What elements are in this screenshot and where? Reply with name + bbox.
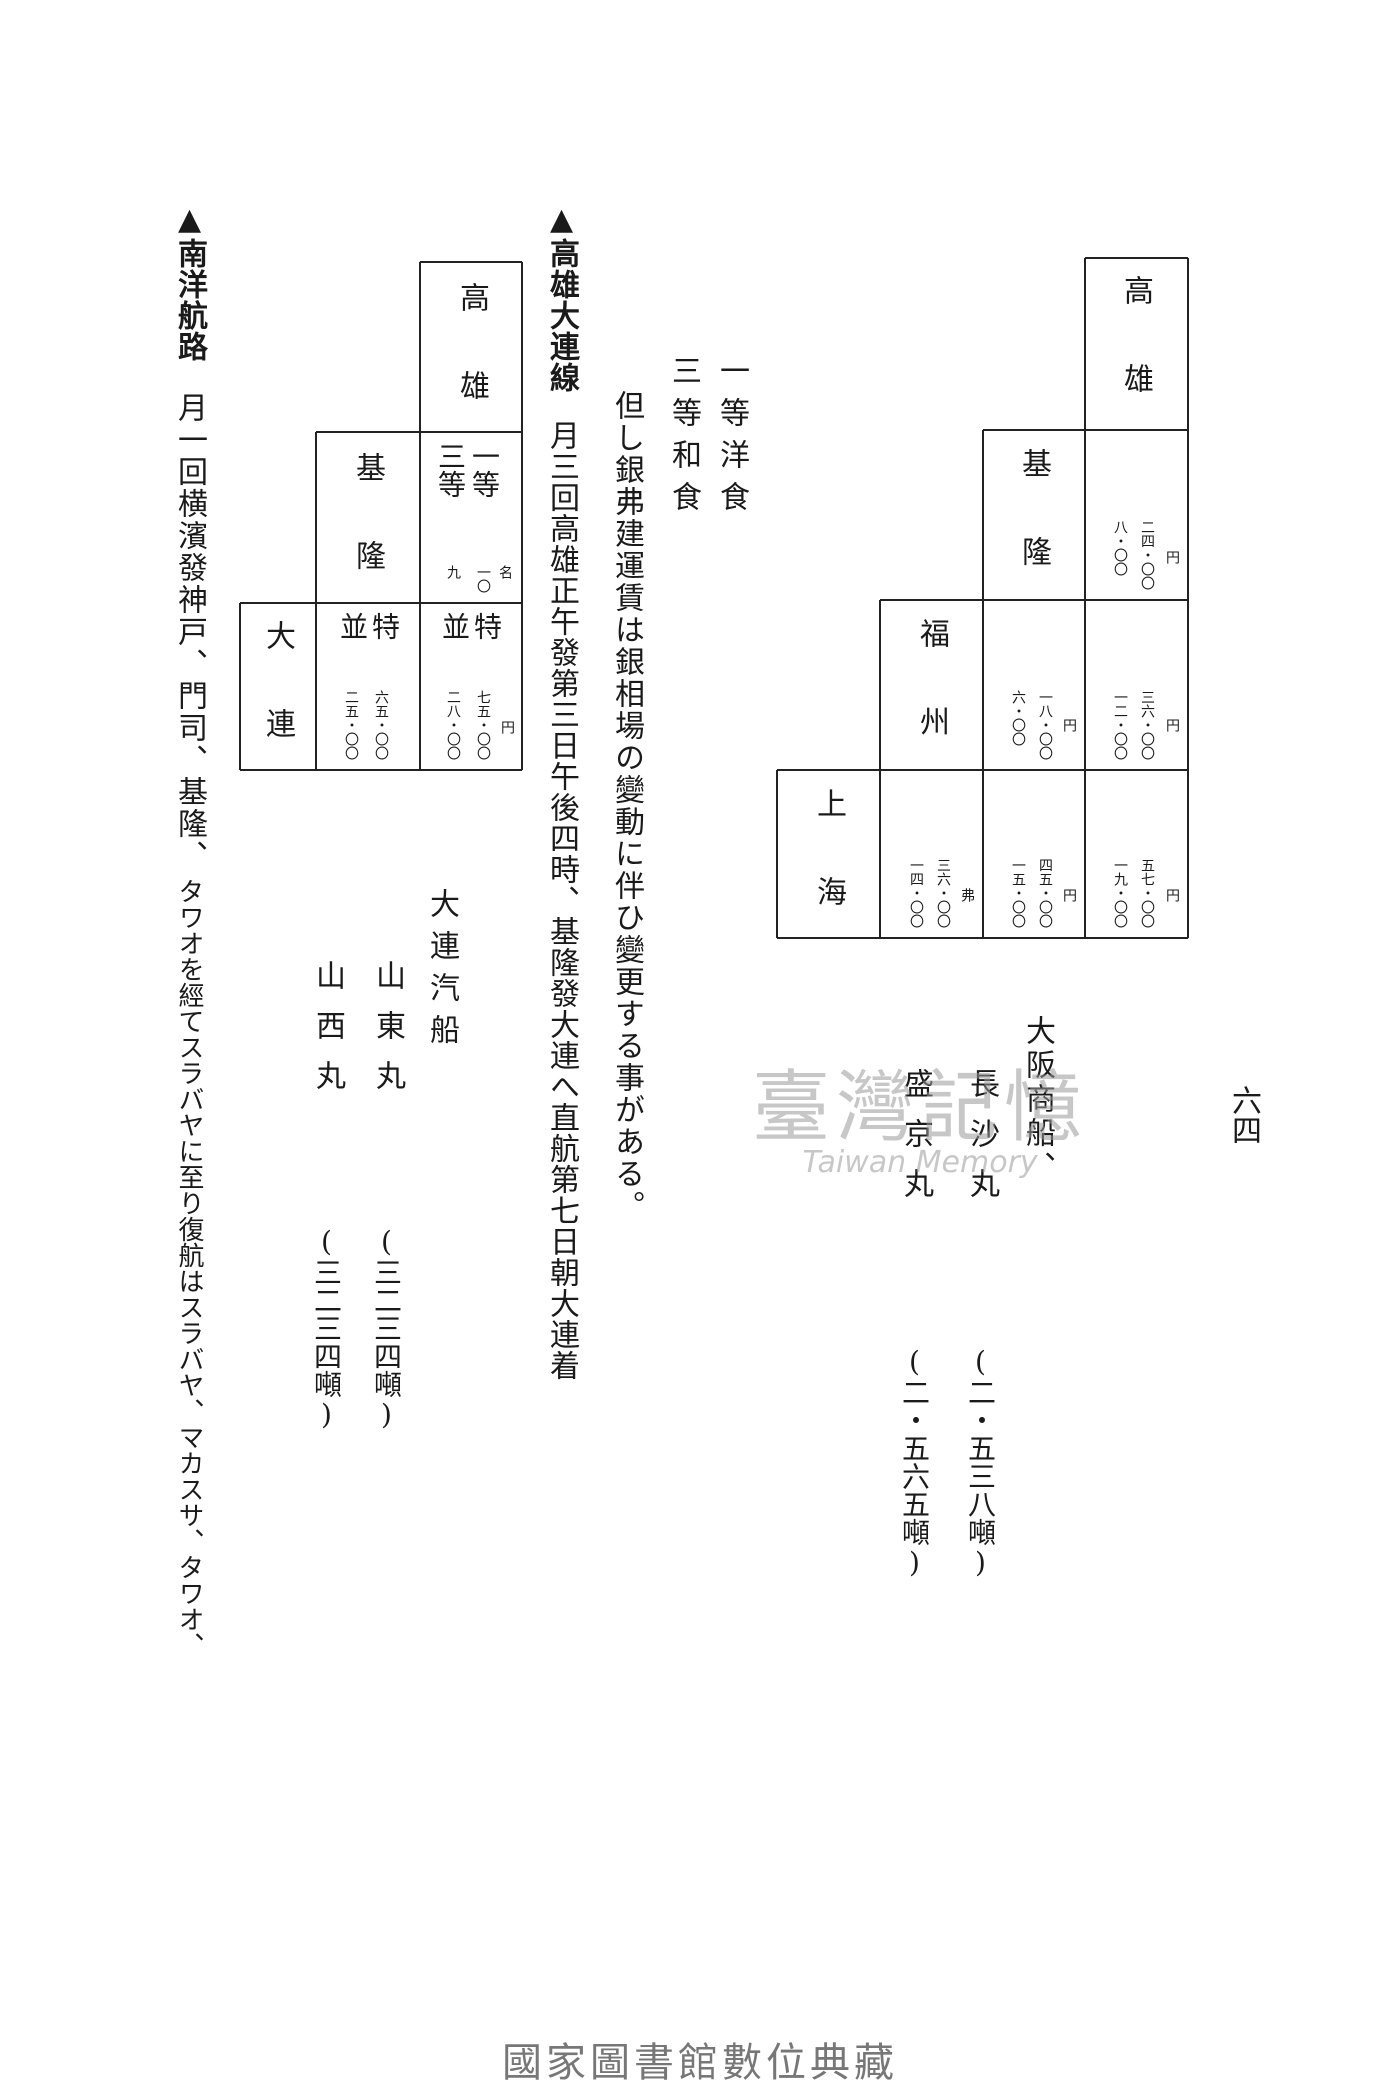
osaka-company: 大阪商船、	[1020, 1015, 1055, 1185]
osaka-ship-2-name: 盛京丸	[898, 1068, 933, 1218]
t2-kh-dl-2: 二八・〇〇	[445, 690, 461, 760]
osaka-ship-1-tonnage: (二・五三八噸)	[964, 1345, 997, 1579]
dalian-ship-2-name: 山西丸	[310, 960, 345, 1110]
t1-currency: 円	[1061, 888, 1077, 902]
dalian-ship-1-tonnage: (三二三四噸)	[370, 1225, 403, 1431]
t1-header-kaohsiung: 高雄	[1118, 275, 1153, 451]
t2-kh-dl-1: 七五・〇〇	[475, 690, 491, 760]
t1-cell-kh-sh-1: 五七・〇〇	[1139, 858, 1155, 928]
t2-kl-dl-1: 六五・〇〇	[373, 690, 389, 760]
t1-header-fuzhou: 福州	[914, 618, 949, 794]
nanyo-text-kana: タワオを經てスラバヤに至り復航はスラバヤ、マカスサ、タワオ、	[174, 878, 204, 1658]
osaka-ship-1-name: 長沙丸	[964, 1068, 999, 1218]
t2-kh-kl-first: 一〇	[475, 565, 491, 593]
t2-kl-dl-2: 二五・〇〇	[343, 690, 359, 760]
nanyo-text-main: 月一回横濱發神戸、門司、基隆、	[172, 392, 207, 872]
taiwan-memory-watermark: 臺灣記憶 Taiwan Memory	[700, 1045, 1140, 1195]
t1-cell-kl-fz-1: 一八・〇〇	[1037, 690, 1053, 760]
t2-special: 特	[470, 612, 503, 640]
osaka-ship-2-tonnage: (二・五六五噸)	[898, 1345, 931, 1579]
t2-combined: 並	[438, 612, 471, 640]
kaohsiung-dalian-heading: ▲高雄大連線	[544, 202, 579, 393]
t2-kh-kl-third: 九	[445, 565, 461, 579]
dalian-ship-2-tonnage: (三二三四噸)	[310, 1225, 343, 1431]
kaohsiung-dalian-text: 月三回高雄正午發第三日午後四時、基隆發大連へ直航第七日朝大連着	[544, 420, 579, 1381]
t2-combined: 並	[336, 612, 369, 640]
t1-cell-fz-sh-1: 三六・〇〇	[935, 858, 951, 928]
meal-third-class: 三等和食	[666, 355, 701, 523]
t2-class-third: 三等	[434, 442, 467, 498]
t2-special: 特	[368, 612, 401, 640]
watermark-cjk: 臺灣記憶	[751, 1063, 1088, 1153]
t1-currency: 円	[1061, 718, 1077, 732]
meal-first-class: 一等洋食	[714, 355, 749, 523]
t1-unit-dollar: 弗	[959, 888, 975, 902]
t2-currency: 円	[499, 720, 515, 734]
t2-name-col: 名	[497, 565, 513, 579]
watermark-en: Taiwan Memory	[802, 1145, 1038, 1180]
t1-cell-kh-kl-1: 二四・〇〇	[1139, 520, 1155, 590]
dalian-ship-1-name: 山東丸	[370, 960, 405, 1110]
t1-cell-kh-fz-1: 三六・〇〇	[1139, 690, 1155, 760]
nanyo-heading: ▲南洋航路	[172, 202, 207, 362]
silver-note: 但し銀弗建運賃は銀相場の變動に伴ひ變更する事がある。	[609, 390, 644, 1222]
page-number: 六四	[1226, 1085, 1261, 1145]
dalian-steamship-company: 大連汽船	[424, 888, 459, 1056]
t2-header-dalian: 大連	[260, 620, 295, 796]
t1-cell-kh-kl-2: 八・〇〇	[1112, 520, 1128, 576]
t2-class-first: 一等	[468, 442, 501, 498]
t1-currency: 円	[1164, 550, 1180, 564]
t1-header-keelung: 基隆	[1016, 448, 1051, 624]
t1-cell-kh-fz-2: 一二・〇〇	[1112, 690, 1128, 760]
t2-header-kaohsiung: 高雄	[454, 282, 489, 458]
t1-currency: 円	[1164, 718, 1180, 732]
t1-cell-kl-fz-2: 六・〇〇	[1010, 690, 1026, 746]
t1-cell-fz-sh-2: 一四・〇〇	[908, 858, 924, 928]
t1-cell-kl-sh-1: 四五・〇〇	[1037, 858, 1053, 928]
library-footer: 國家圖書館數位典藏	[502, 2040, 898, 2086]
t1-currency: 円	[1164, 888, 1180, 902]
t1-header-shanghai: 上海	[811, 788, 846, 964]
t2-header-keelung: 基隆	[350, 452, 385, 628]
t1-cell-kl-sh-2: 一五・〇〇	[1010, 858, 1026, 928]
t1-cell-kh-sh-2: 一九・〇〇	[1112, 858, 1128, 928]
